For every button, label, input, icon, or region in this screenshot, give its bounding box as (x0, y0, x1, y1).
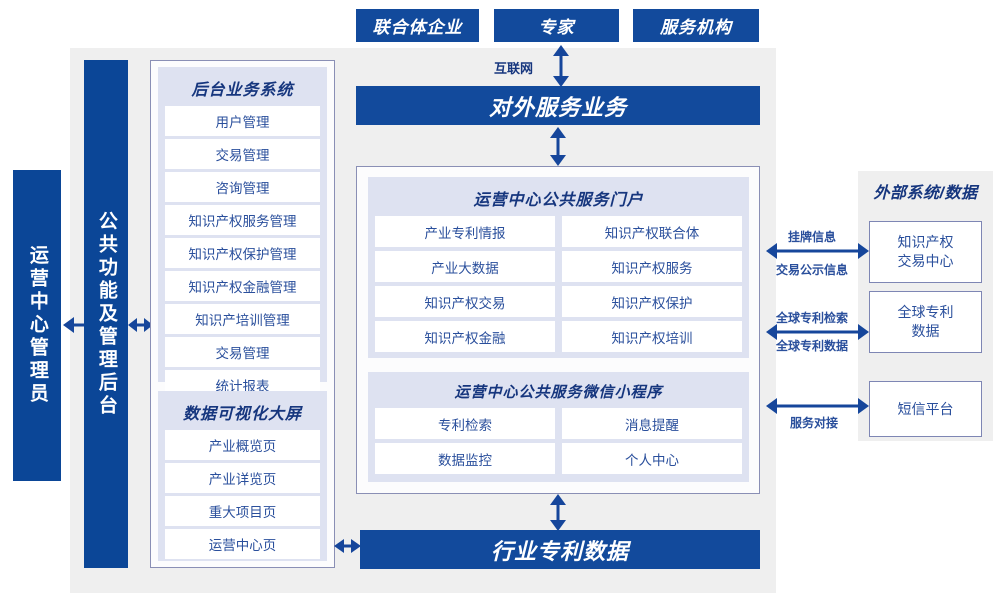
industry-patent-data-label: 行业专利数据 (490, 538, 629, 564)
external-box-ip-exchange[interactable]: 知识产权 交易中心 (869, 221, 982, 283)
backoffice-item[interactable]: 知识产权保护管理 (165, 238, 320, 268)
service-portal-arrow-icon (550, 127, 566, 166)
external-connector-arrow-icon (766, 398, 869, 414)
backoffice-item[interactable]: 知识产权金融管理 (165, 271, 320, 301)
dataviz-item[interactable]: 产业概览页 (165, 430, 320, 460)
miniprogram-grid: 专利检索 消息提醒 数据监控 个人中心 (375, 408, 742, 474)
dataviz-item[interactable]: 产业详览页 (165, 463, 320, 493)
portal-bottom-arrow-icon (550, 494, 566, 531)
portal-item[interactable]: 知识产权服务 (562, 251, 742, 282)
backoffice-item[interactable]: 知识产权服务管理 (165, 205, 320, 235)
portal-item[interactable]: 知识产权金融 (375, 321, 555, 352)
external-box-global-patent-data[interactable]: 全球专利 数据 (869, 291, 982, 353)
portal-grid: 产业专利情报 知识产权联合体 产业大数据 知识产权服务 知识产权交易 知识产权保… (375, 216, 742, 352)
dataviz-title: 数据可视化大屏 (182, 406, 302, 423)
connector-label-below: 服务对接 (790, 416, 839, 430)
industry-patent-data-bar[interactable]: 行业专利数据 (360, 530, 760, 569)
external-connector-arrow-icon (766, 243, 869, 259)
external-box-sms-platform[interactable]: 短信平台 (869, 381, 982, 437)
dataviz-bottom-arrow-icon (334, 539, 361, 553)
top-actor-label: 联合体企业 (372, 18, 463, 37)
external-service-bar-label: 对外服务业务 (488, 94, 627, 120)
connector-label-above: 全球专利检索 (776, 311, 849, 325)
backoffice-item[interactable]: 交易管理 (165, 139, 320, 169)
external-systems-title: 外部系统/数据 (873, 185, 978, 202)
miniprogram-item[interactable]: 专利检索 (375, 408, 555, 439)
miniprogram-item[interactable]: 消息提醒 (562, 408, 742, 439)
portal-panel: 运营中心公共服务门户 产业专利情报 知识产权联合体 产业大数据 知识产权服务 知… (368, 177, 749, 358)
backoffice-item[interactable]: 知识产培训管理 (165, 304, 320, 334)
top-actor-label: 服务机构 (660, 18, 732, 37)
portal-title: 运营中心公共服务门户 (473, 192, 644, 209)
portal-item[interactable]: 知识产权交易 (375, 286, 555, 317)
connector-label-above: 挂牌信息 (788, 230, 837, 244)
portal-item[interactable]: 知识产权保护 (562, 286, 742, 317)
internet-arrow-icon (553, 45, 569, 87)
portal-item[interactable]: 知识产权联合体 (562, 216, 742, 247)
rail-common-functions[interactable]: 公共功能及管理后台 (84, 60, 128, 568)
connector-label-below: 全球专利数据 (776, 339, 849, 353)
external-box-label: 全球专利 数据 (897, 304, 954, 339)
top-actor-lianheti[interactable]: 联合体企业 (356, 9, 479, 42)
top-actor-service-org[interactable]: 服务机构 (633, 9, 759, 42)
external-connector-arrow-icon (766, 324, 869, 340)
backoffice-item[interactable]: 交易管理 (165, 337, 320, 367)
rail-common-functions-label: 公共功能及管理后台 (95, 210, 117, 418)
portal-item[interactable]: 产业专利情报 (375, 216, 555, 247)
top-actor-expert[interactable]: 专家 (494, 9, 619, 42)
external-box-label: 知识产权 交易中心 (897, 234, 954, 269)
portal-item[interactable]: 产业大数据 (375, 251, 555, 282)
backoffice-title: 后台业务系统 (191, 82, 294, 99)
dataviz-item[interactable]: 运营中心页 (165, 529, 320, 559)
portal-item[interactable]: 知识产权培训 (562, 321, 742, 352)
miniprogram-item[interactable]: 个人中心 (562, 443, 742, 474)
backoffice-item[interactable]: 咨询管理 (165, 172, 320, 202)
rail-operations-admin-label: 运营中心管理员 (26, 245, 48, 406)
dataviz-panel: 数据可视化大屏 产业概览页 产业详览页 重大项目页 运营中心页 (158, 391, 327, 561)
rail-operations-admin[interactable]: 运营中心管理员 (13, 170, 61, 481)
miniprogram-title: 运营中心公共服务微信小程序 (454, 384, 663, 401)
internet-label: 互联网 (494, 61, 534, 76)
backoffice-item[interactable]: 用户管理 (165, 106, 320, 136)
dataviz-item[interactable]: 重大项目页 (165, 496, 320, 526)
miniprogram-item[interactable]: 数据监控 (375, 443, 555, 474)
connector-label-below: 交易公示信息 (776, 263, 849, 277)
external-service-bar[interactable]: 对外服务业务 (356, 86, 760, 125)
backoffice-panel: 后台业务系统 用户管理 交易管理 咨询管理 知识产权服务管理 知识产权保护管理 … (158, 67, 327, 400)
external-box-label: 短信平台 (897, 400, 954, 417)
top-actor-label: 专家 (538, 18, 575, 37)
miniprogram-panel: 运营中心公共服务微信小程序 专利检索 消息提醒 数据监控 个人中心 (368, 372, 749, 482)
rail-backoffice-arrow-icon (128, 318, 153, 332)
